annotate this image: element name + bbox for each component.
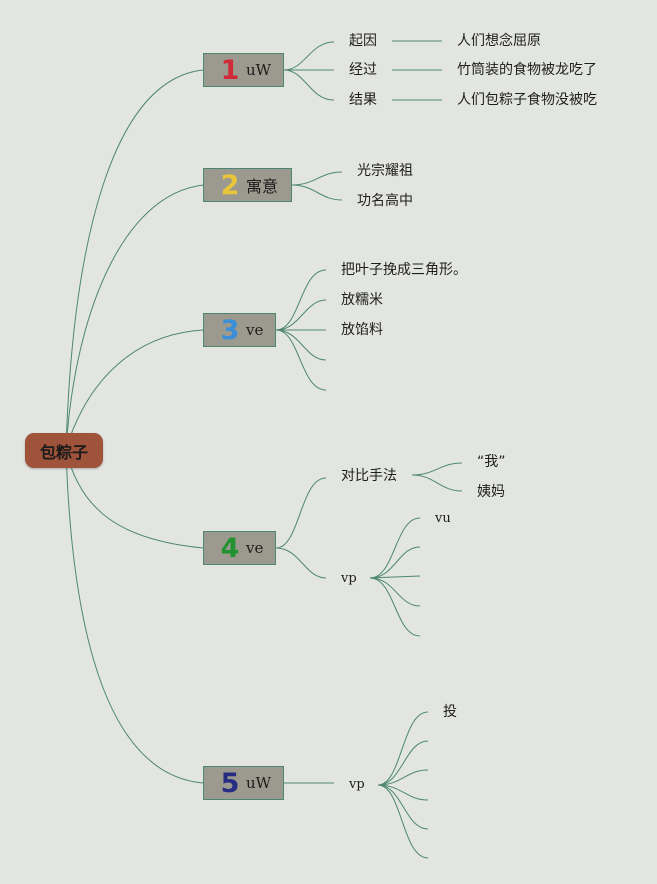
b5-grandchild-tou[interactable]: 投 <box>443 704 457 720</box>
connector-b1-qiyin <box>283 41 335 71</box>
connector-b4-vp <box>275 547 327 579</box>
b4-child-vp[interactable]: vp <box>341 571 357 586</box>
b3-child-1[interactable]: 把叶子挽成三角形。 <box>341 262 467 278</box>
connector-b5-vp-2 <box>377 740 429 786</box>
connector-b3-4 <box>275 329 327 361</box>
connector-b4-vp-3 <box>369 575 421 579</box>
connector-root-branch-3 <box>65 329 204 451</box>
branch-1-number: 1 <box>220 54 240 86</box>
b4-child-duibi[interactable]: 对比手法 <box>341 468 397 484</box>
b4-grandchild-yima[interactable]: 姨妈 <box>477 484 505 500</box>
b1-child-jingguo[interactable]: 经过 <box>349 62 377 78</box>
root-node[interactable]: 包粽子 <box>25 433 103 468</box>
connector-b2-2 <box>291 184 343 201</box>
branch-1-node[interactable]: 1 uW <box>203 53 284 87</box>
branch-3-label: ve <box>246 321 264 339</box>
connector-b4-yima <box>411 474 463 492</box>
branch-3-node[interactable]: 3 ve <box>203 313 276 347</box>
branch-4-label: ve <box>246 539 264 557</box>
b1-child-jieguo[interactable]: 结果 <box>349 92 377 108</box>
connector-b5-vp-3 <box>377 769 429 786</box>
branch-1-label: uW <box>246 61 272 79</box>
b5-child-vp[interactable]: vp <box>349 777 365 792</box>
connector-b1-jieguo <box>283 69 335 101</box>
connector-b5-vp-6 <box>377 784 429 859</box>
branch-5-number: 5 <box>220 767 240 799</box>
branch-2-label: 寓意 <box>246 177 279 196</box>
connector-b4-vp-1 <box>369 517 421 579</box>
branch-4-node[interactable]: 4 ve <box>203 531 276 565</box>
b1-detail-1[interactable]: 人们想念屈原 <box>457 33 541 49</box>
b4-grandchild-vu[interactable]: vu <box>435 511 451 526</box>
connector-root-branch-2 <box>65 184 204 451</box>
branch-5-label: uW <box>246 774 272 792</box>
b4-grandchild-wo[interactable]: “我” <box>477 454 506 470</box>
connector-b2-1 <box>291 171 343 186</box>
connector-b4-duibi <box>275 477 327 549</box>
connector-b5-vp-1 <box>377 711 429 786</box>
b1-detail-2[interactable]: 竹筒装的食物被龙吃了 <box>457 62 597 78</box>
connector-b3-5 <box>275 329 327 391</box>
b2-child-2[interactable]: 功名高中 <box>357 193 413 209</box>
branch-2-number: 2 <box>220 169 240 201</box>
b1-detail-3[interactable]: 人们包粽子食物没被吃 <box>457 92 597 108</box>
connector-root-branch-5 <box>65 449 204 784</box>
connector-b5-vp-5 <box>377 784 429 830</box>
connector-b3-1 <box>275 269 327 331</box>
connector-b4-vp-2 <box>369 546 421 579</box>
b3-child-3[interactable]: 放馅料 <box>341 322 383 338</box>
connector-root-branch-1 <box>65 69 204 451</box>
b2-child-1[interactable]: 光宗耀祖 <box>357 163 413 179</box>
branch-5-node[interactable]: 5 uW <box>203 766 284 800</box>
branch-3-number: 3 <box>220 314 240 346</box>
branch-2-node[interactable]: 2 寓意 <box>203 168 292 202</box>
connector-b3-2 <box>275 299 327 331</box>
connector-b4-vp-5 <box>369 577 421 637</box>
b3-child-2[interactable]: 放糯米 <box>341 292 383 308</box>
b1-child-qiyin[interactable]: 起因 <box>349 33 377 49</box>
connector-root-branch-4 <box>65 449 204 549</box>
branch-4-number: 4 <box>220 532 240 564</box>
connector-b4-vp-4 <box>369 577 421 607</box>
root-label: 包粽子 <box>39 442 88 462</box>
connector-b4-wo <box>411 462 463 476</box>
